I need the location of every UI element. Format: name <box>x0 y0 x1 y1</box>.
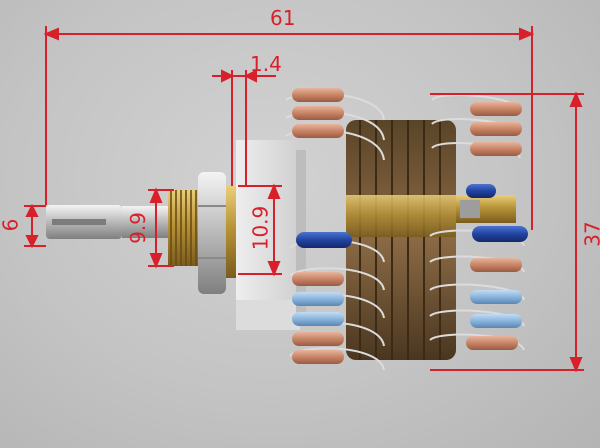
hex-nut <box>198 172 238 294</box>
dimension-thread-diameter: 9.9 <box>125 212 150 244</box>
resistors-right <box>466 102 528 350</box>
dimension-total-length: 61 <box>270 6 296 30</box>
resistors-left <box>292 88 352 364</box>
wafer-deck <box>346 120 516 360</box>
dimension-bushing-diameter: 10.9 <box>248 205 273 251</box>
shaft <box>46 205 170 239</box>
dimension-shaft-diameter: 6 <box>0 218 23 232</box>
dimension-height: 37 <box>580 221 600 247</box>
dimension-lines <box>24 26 584 373</box>
dimension-flange-offset: 1.4 <box>250 52 282 76</box>
